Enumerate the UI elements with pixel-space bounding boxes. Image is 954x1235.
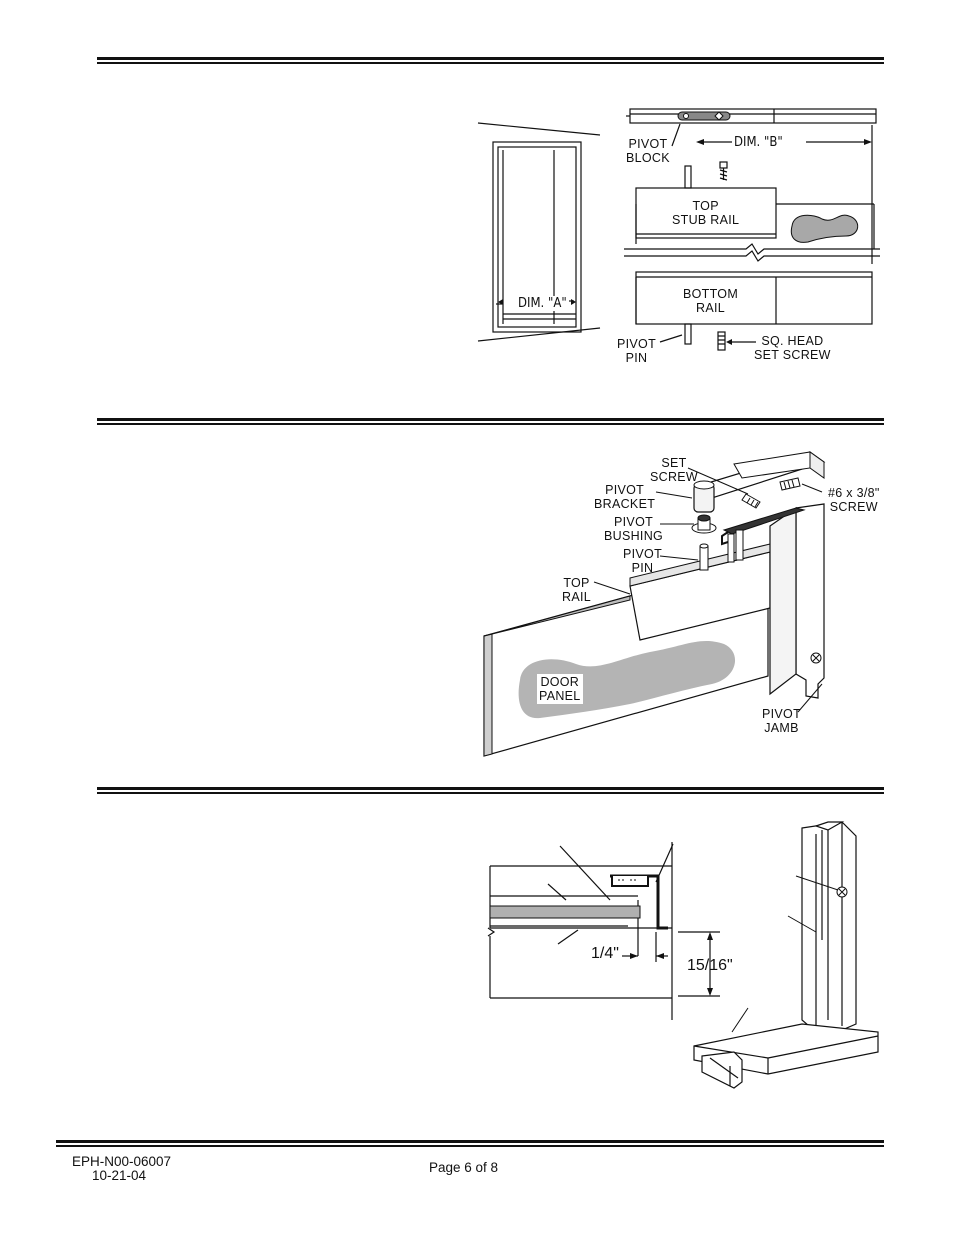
doc-date: 10-21-04	[92, 1168, 147, 1183]
footer-rule	[56, 1140, 884, 1147]
pivot-bracket-assembly-illustration	[483, 451, 826, 757]
page-number: Page 6 of 8	[429, 1160, 499, 1175]
door-opening-illustration	[477, 122, 601, 342]
section-rule-1	[97, 57, 884, 64]
section-rule-3	[97, 787, 884, 794]
pivot-rail-assembly-illustration	[624, 108, 880, 351]
doc-number: EPH-N00-06007	[72, 1154, 172, 1169]
dim-quarter-label: 1/4"	[591, 945, 619, 962]
dim-b-label: DIM. "B"	[734, 135, 783, 150]
dim-a-label: DIM. "A"	[516, 296, 569, 311]
screw-6-label: #6 x 3/8"SCREW	[828, 486, 880, 514]
jamb-and-sill-isometric-illustration	[693, 821, 879, 1089]
section-rule-2	[97, 418, 884, 425]
dim-15-16-label: 15/16"	[687, 957, 733, 974]
jamb-section-detail-illustration	[487, 842, 720, 1020]
